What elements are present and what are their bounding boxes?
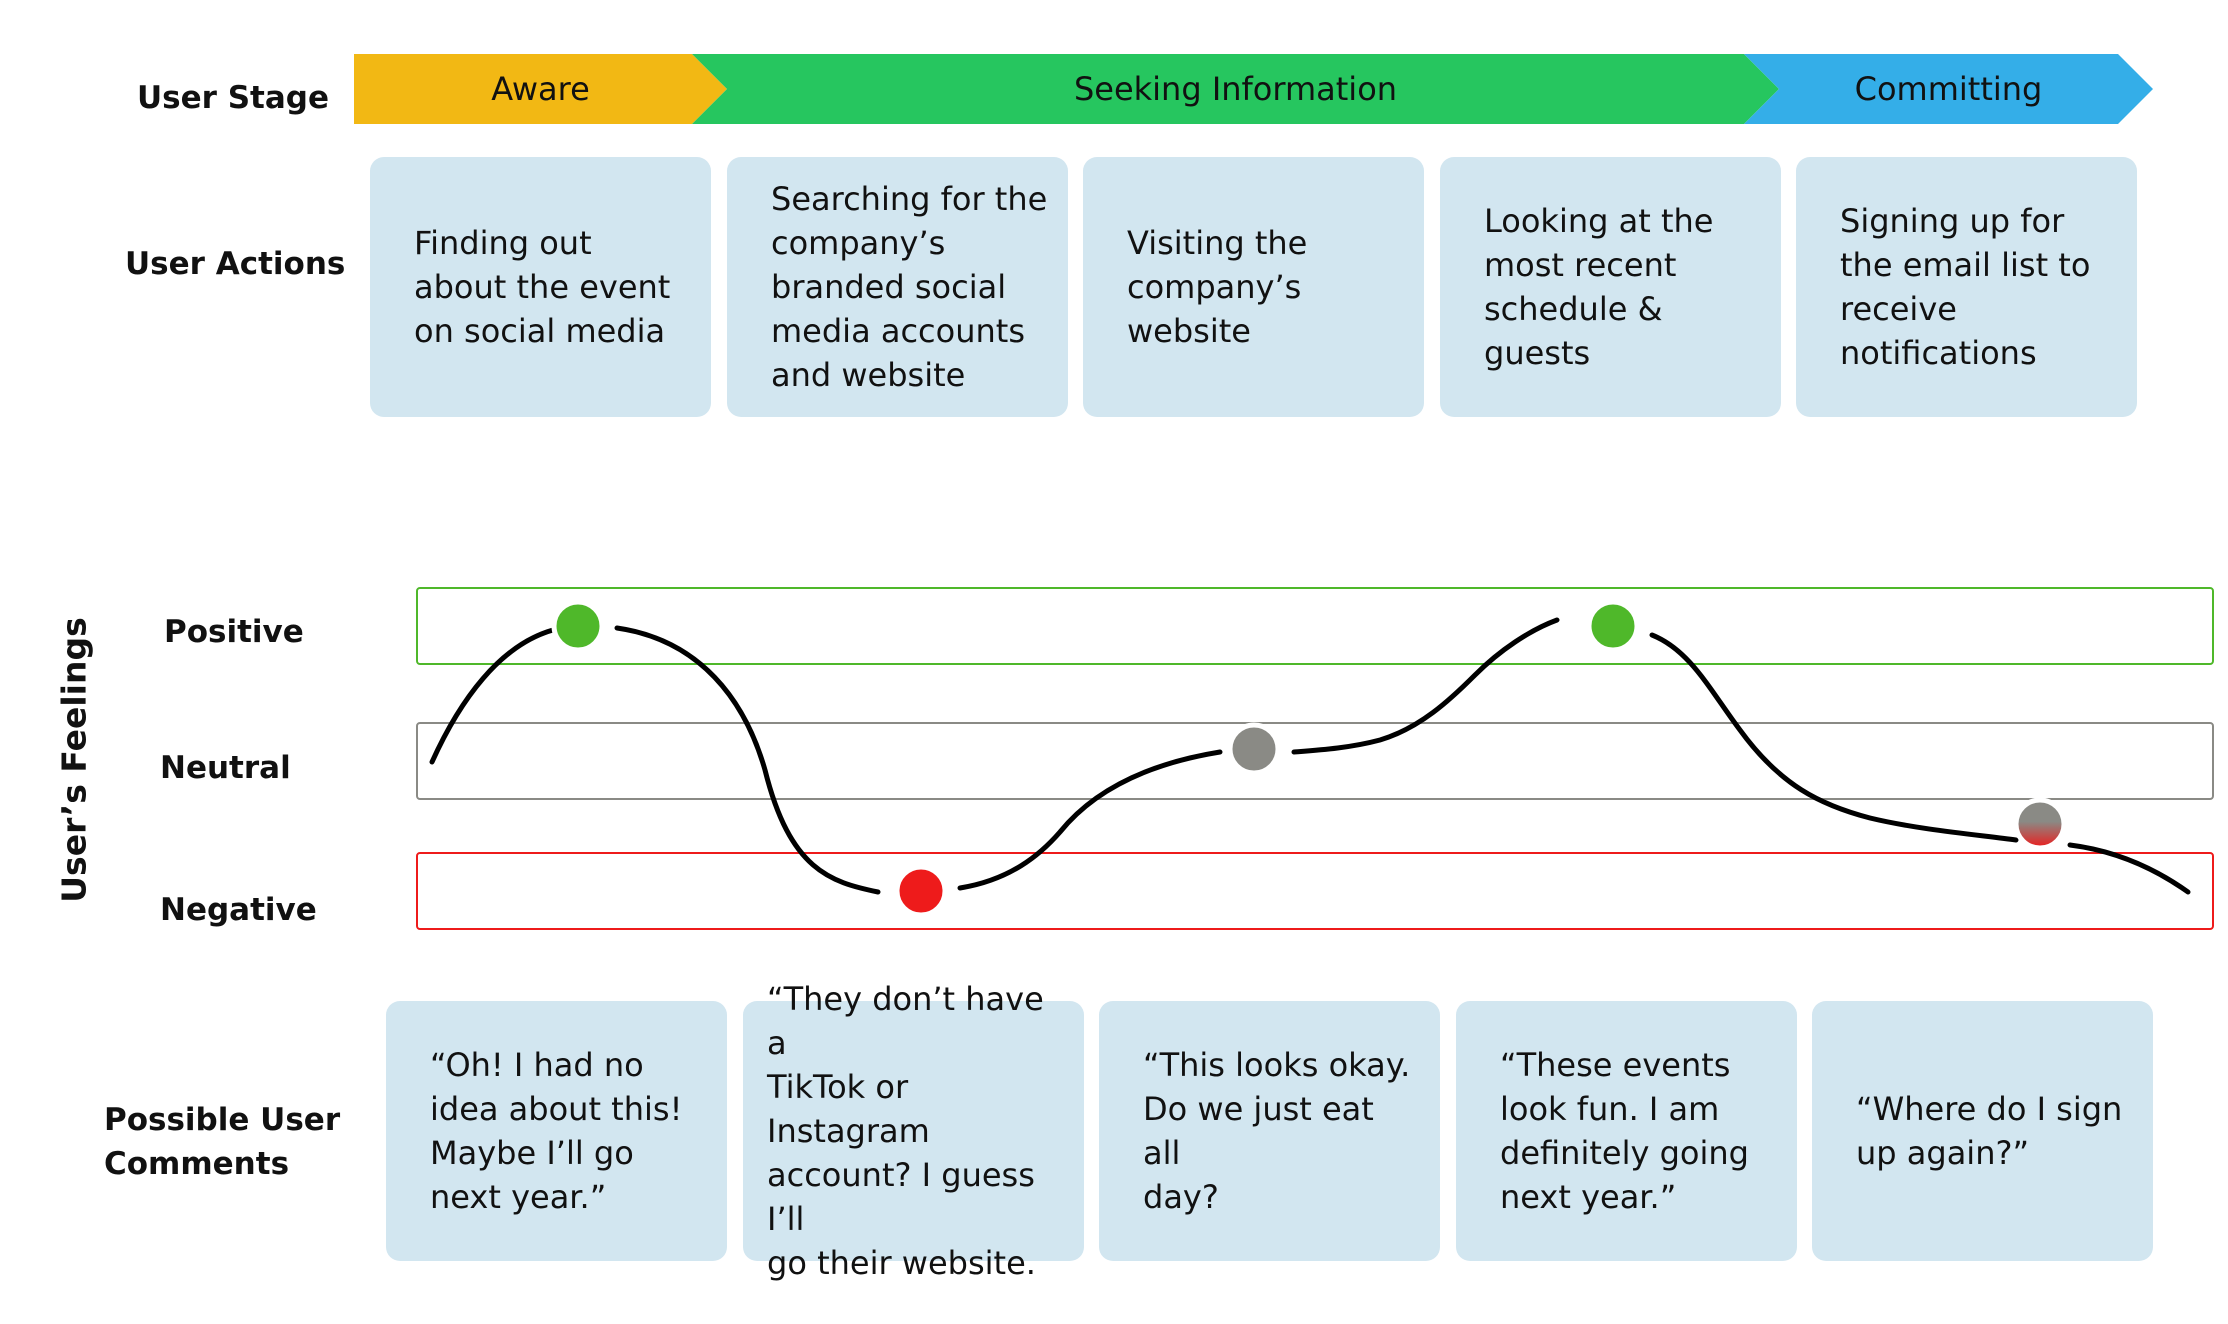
stage-seeking-information-arrow [692, 54, 1779, 124]
comment-text: “These events look fun. I am definitely … [1500, 1046, 1749, 1216]
feelings-journey-chart [429, 599, 2191, 918]
negative-band [416, 852, 2214, 930]
neutral-band [416, 722, 2214, 800]
stage-aware-arrow [354, 54, 727, 124]
user-actions-label: User Actions [125, 246, 346, 282]
stage-committing-arrow [1744, 54, 2153, 124]
feeling-point-neutral [1227, 722, 1281, 776]
action-text: Signing up for the email list to receive… [1840, 202, 2091, 372]
journey-line [429, 617, 2191, 895]
stage-committing: Committing [1854, 70, 2043, 108]
negative-label: Negative [160, 892, 317, 928]
comment-text: “They don’t have a TikTok or Instagram a… [767, 980, 1044, 1282]
feeling-point-positive [551, 599, 605, 653]
comment-text: “This looks okay. Do we just eat all day… [1143, 1046, 1411, 1216]
positive-band [416, 587, 2214, 665]
comment-text: “Where do I sign up again?” [1856, 1090, 2123, 1172]
action-card: Signing up for the email list to receive… [1796, 157, 2137, 417]
comment-card: “This looks okay. Do we just eat all day… [1099, 1001, 1440, 1261]
comment-card: “Where do I sign up again?” [1812, 1001, 2153, 1261]
feeling-point-neutral-negative [2013, 797, 2067, 851]
positive-label: Positive [164, 614, 304, 650]
feeling-point-positive [1586, 599, 1640, 653]
possible-user-comments-label: Possible User Comments [104, 1102, 341, 1182]
stage-aware: Aware [491, 70, 590, 108]
action-text: Visiting the company’s website [1127, 224, 1308, 350]
feeling-point-negative [894, 864, 948, 918]
comment-card: “They don’t have a TikTok or Instagram a… [743, 980, 1084, 1282]
action-text: Searching for the company’s branded soci… [771, 180, 1048, 394]
comment-text: “Oh! I had no idea about this! Maybe I’l… [430, 1046, 683, 1216]
user-stage-label: User Stage [137, 80, 330, 116]
action-text: Looking at the most recent schedule & gu… [1484, 202, 1714, 372]
stage-arrows [354, 54, 2153, 124]
action-text: Finding out about the event on social me… [414, 224, 671, 350]
neutral-label: Neutral [160, 750, 291, 786]
comment-card: “Oh! I had no idea about this! Maybe I’l… [386, 1001, 727, 1261]
comment-card: “These events look fun. I am definitely … [1456, 1001, 1797, 1261]
action-card: Searching for the company’s branded soci… [727, 157, 1068, 417]
stage-seeking-information: Seeking Information [1073, 70, 1398, 108]
action-card: Finding out about the event on social me… [370, 157, 711, 417]
action-card: Visiting the company’s website [1083, 157, 1424, 417]
action-card: Looking at the most recent schedule & gu… [1440, 157, 1781, 417]
